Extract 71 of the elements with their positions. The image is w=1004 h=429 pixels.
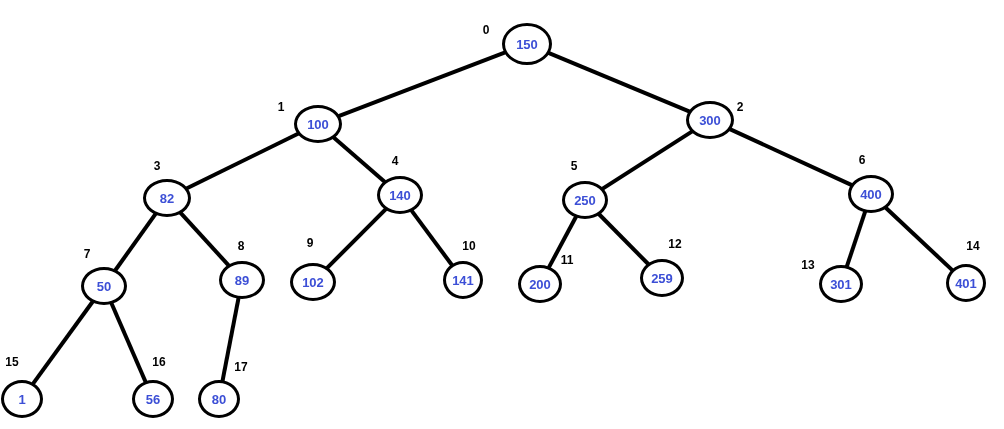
index-label: 16: [152, 355, 166, 369]
tree-node: [640, 259, 684, 297]
connector-line: [178, 211, 231, 267]
node-value: 141: [452, 272, 474, 288]
tree-node: [443, 261, 483, 299]
tree-node: [819, 265, 863, 303]
index-label: 0: [482, 23, 490, 37]
connector-line: [220, 297, 241, 382]
index-label: 13: [801, 258, 815, 272]
tree-node: [219, 261, 265, 299]
index-label: 12: [668, 237, 682, 251]
index-label: 6: [858, 153, 866, 167]
index-label: 8: [237, 239, 245, 253]
connector-line: [729, 127, 853, 187]
connector-line: [547, 51, 691, 114]
connector-line: [325, 207, 388, 270]
index-label: 10: [462, 239, 476, 253]
node-value: 82: [159, 190, 175, 206]
connector-line: [597, 212, 650, 266]
connector-line: [601, 129, 694, 191]
node-value: 50: [96, 278, 112, 294]
connector-line: [113, 212, 158, 272]
tree-node: [294, 105, 342, 143]
connector-line: [31, 300, 95, 386]
tree-node: [132, 380, 174, 418]
node-value: 300: [699, 112, 721, 128]
node-value: 100: [307, 116, 329, 132]
node-value: 150: [516, 36, 538, 52]
tree-node: [518, 265, 562, 303]
tree-node: [946, 264, 986, 302]
index-label: 7: [83, 247, 91, 261]
node-value: 200: [529, 276, 551, 292]
tree-node: [198, 380, 240, 418]
tree-node: [290, 263, 336, 301]
node-value: 89: [234, 272, 250, 288]
node-value: 1: [18, 391, 26, 407]
index-label: 1: [277, 100, 285, 114]
connector-line: [884, 206, 954, 272]
tree-node: [81, 267, 127, 305]
node-value: 80: [211, 391, 227, 407]
node-value: 259: [651, 270, 673, 286]
tree-node: [143, 179, 191, 217]
connector-line: [844, 210, 868, 268]
connector-line: [109, 302, 148, 384]
index-label: 11: [560, 253, 574, 267]
connector-line: [332, 135, 387, 184]
index-label: 5: [570, 159, 578, 173]
node-value: 301: [830, 276, 852, 292]
tree-node: [377, 176, 423, 214]
tree-node: [686, 101, 734, 139]
index-label: 4: [391, 154, 399, 168]
connector-line: [409, 209, 454, 267]
index-label: 9: [306, 236, 314, 250]
tree-node: [1, 380, 43, 418]
index-label: 2: [736, 100, 744, 114]
node-value: 401: [955, 275, 977, 291]
index-label: 17: [234, 360, 248, 374]
node-value: 56: [145, 391, 161, 407]
tree-node: [562, 181, 608, 219]
connector-line: [547, 215, 578, 269]
index-label: 15: [5, 355, 19, 369]
connector-line: [337, 50, 506, 118]
node-value: 250: [574, 192, 596, 208]
node-value: 400: [860, 186, 882, 202]
node-value: 102: [302, 274, 324, 290]
tree-node: [848, 175, 894, 213]
node-value: 140: [389, 187, 411, 203]
tree-node: [502, 23, 552, 65]
index-label: 14: [966, 239, 980, 253]
connector-line: [185, 131, 300, 191]
index-label: 3: [153, 159, 161, 173]
